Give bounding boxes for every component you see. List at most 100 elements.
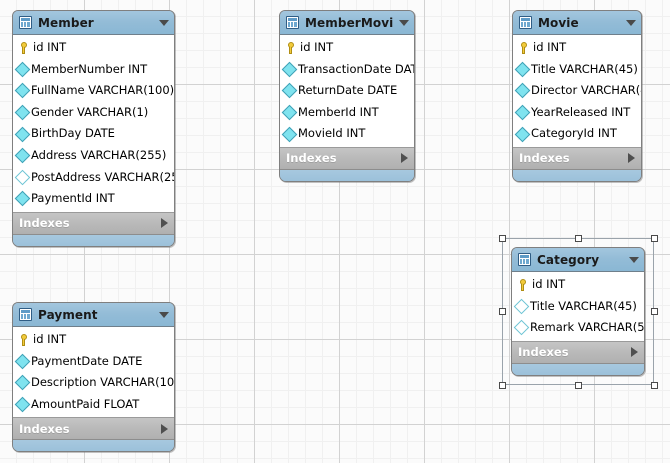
table-icon xyxy=(519,16,532,29)
table-title-bar[interactable]: Payment xyxy=(13,303,174,327)
column-label: id INT xyxy=(33,40,67,55)
column-row[interactable]: FullName VARCHAR(100) xyxy=(13,80,174,102)
indexes-section-header[interactable]: Indexes xyxy=(513,147,641,170)
primary-key-icon xyxy=(17,41,30,54)
indexes-section-header[interactable]: Indexes xyxy=(13,212,174,235)
column-row[interactable]: id INT xyxy=(512,274,644,296)
column-icon-nullable xyxy=(14,169,31,186)
table-node-membermovie[interactable]: MemberMovie id INT TransactionDate DATE Ret… xyxy=(279,10,415,182)
column-row[interactable]: id INT xyxy=(280,37,414,59)
table-node-category[interactable]: Category id INT Title VARCHAR(45)Remark VA… xyxy=(511,247,645,376)
resize-handle-w[interactable] xyxy=(498,308,506,315)
indexes-section-header[interactable]: Indexes xyxy=(13,418,174,441)
column-row[interactable]: Title VARCHAR(45) xyxy=(512,296,644,318)
column-label: FullName VARCHAR(100) xyxy=(31,83,175,98)
indexes-label: Indexes xyxy=(19,216,70,231)
table-node-member[interactable]: Member id INT MemberNumber INT FullName VAR… xyxy=(12,10,175,247)
table-frame[interactable]: Member id INT MemberNumber INT FullName VAR… xyxy=(12,10,175,247)
column-label: MemberNumber INT xyxy=(31,61,148,76)
column-row[interactable]: PaymentDate DATE xyxy=(13,351,174,373)
chevron-right-icon[interactable] xyxy=(401,153,408,164)
resize-handle-se[interactable] xyxy=(650,381,658,389)
resize-handle-sw[interactable] xyxy=(498,381,506,389)
column-row[interactable]: ReturnDate DATE xyxy=(280,80,414,102)
resize-handle-e[interactable] xyxy=(650,308,658,315)
column-row[interactable]: MemberId INT xyxy=(280,102,414,124)
table-title-bar[interactable]: Movie xyxy=(513,11,641,35)
column-label: YearReleased INT xyxy=(531,104,631,119)
table-title-bar[interactable]: MemberMovie xyxy=(280,11,414,35)
column-list: id INT TransactionDate DATE ReturnDate DAT… xyxy=(280,35,414,148)
chevron-right-icon[interactable] xyxy=(631,347,638,358)
column-label: id INT xyxy=(532,277,566,292)
column-row[interactable]: Title VARCHAR(45) xyxy=(513,59,641,81)
chevron-down-icon[interactable] xyxy=(159,311,169,318)
table-frame[interactable]: Category id INT Title VARCHAR(45)Remark VA… xyxy=(511,247,645,376)
column-icon xyxy=(14,126,31,142)
table-name-label: MemberMovie xyxy=(305,15,393,30)
column-row[interactable]: MemberNumber INT xyxy=(13,59,174,81)
column-icon xyxy=(14,61,31,78)
chevron-down-icon[interactable] xyxy=(399,19,409,26)
column-row[interactable]: MovieId INT xyxy=(280,123,414,145)
resize-handle-s[interactable] xyxy=(574,381,582,389)
indexes-section-header[interactable]: Indexes xyxy=(512,341,644,364)
primary-key-icon xyxy=(516,278,529,291)
resize-handle-ne[interactable] xyxy=(650,234,658,242)
column-row[interactable]: AmountPaid FLOAT xyxy=(13,394,174,416)
table-title-bar[interactable]: Category xyxy=(512,248,644,272)
primary-key-icon xyxy=(284,41,297,54)
chevron-down-icon[interactable] xyxy=(626,19,636,26)
column-icon xyxy=(514,104,531,121)
column-label: BirthDay DATE xyxy=(31,126,115,141)
table-title-bar[interactable]: Member xyxy=(13,11,174,35)
column-icon xyxy=(14,396,31,413)
column-icon xyxy=(514,126,531,142)
column-icon-nullable xyxy=(513,320,530,336)
column-row[interactable]: Director VARCHAR(45) xyxy=(513,80,641,102)
column-row[interactable]: Gender VARCHAR(1) xyxy=(13,102,174,124)
chevron-right-icon[interactable] xyxy=(628,153,635,164)
table-icon xyxy=(286,16,299,29)
column-row[interactable]: YearReleased INT xyxy=(513,102,641,124)
column-row[interactable]: PostAddress VARCHAR(255) xyxy=(13,167,174,189)
resize-handle-n[interactable] xyxy=(574,234,582,242)
column-label: Description VARCHAR(100) xyxy=(31,375,175,390)
column-icon xyxy=(281,61,298,78)
table-icon xyxy=(518,253,531,266)
primary-key-icon xyxy=(517,41,530,54)
table-name-label: Payment xyxy=(38,307,98,322)
column-label: AmountPaid FLOAT xyxy=(31,396,140,411)
column-row[interactable]: Remark VARCHAR(500) xyxy=(512,317,644,339)
resize-handle-nw[interactable] xyxy=(498,234,506,242)
indexes-label: Indexes xyxy=(19,421,70,436)
indexes-section-header[interactable]: Indexes xyxy=(280,147,414,170)
chevron-down-icon[interactable] xyxy=(629,256,639,263)
column-row[interactable]: TransactionDate DATE xyxy=(280,59,414,81)
column-row[interactable]: Address VARCHAR(255) xyxy=(13,145,174,167)
table-frame[interactable]: MemberMovie id INT TransactionDate DATE Ret… xyxy=(279,10,415,182)
column-row[interactable]: BirthDay DATE xyxy=(13,123,174,145)
column-row[interactable]: id INT xyxy=(13,37,174,59)
column-label: ReturnDate DATE xyxy=(298,83,398,98)
column-icon xyxy=(14,83,31,99)
column-row[interactable]: id INT xyxy=(13,329,174,351)
table-name-label: Movie xyxy=(538,15,579,30)
column-row[interactable]: id INT xyxy=(513,37,641,59)
table-footer-strip xyxy=(13,440,174,452)
column-icon xyxy=(14,353,31,370)
chevron-right-icon[interactable] xyxy=(161,423,168,434)
column-label: id INT xyxy=(300,40,334,55)
chevron-down-icon[interactable] xyxy=(159,19,169,26)
column-row[interactable]: PaymentId INT xyxy=(13,188,174,210)
column-row[interactable]: CategoryId INT xyxy=(513,123,641,145)
column-row[interactable]: Description VARCHAR(100) xyxy=(13,372,174,394)
column-label: Gender VARCHAR(1) xyxy=(31,104,149,119)
chevron-right-icon[interactable] xyxy=(161,218,168,229)
